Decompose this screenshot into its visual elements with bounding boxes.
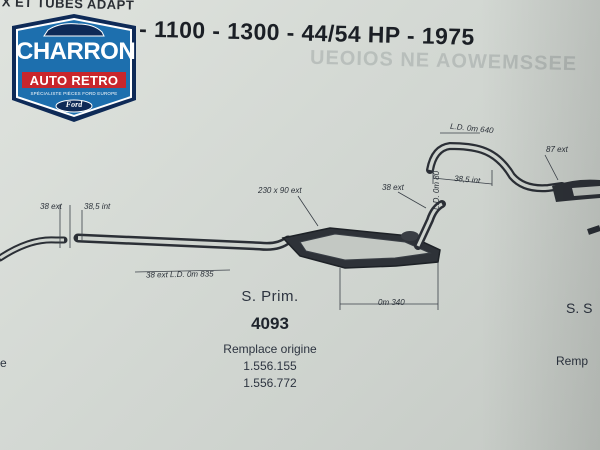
replace-label: Remplace origine: [223, 342, 317, 356]
part-number: 4093: [251, 314, 289, 333]
ref-2: 1.556.772: [243, 376, 297, 390]
dim-ld-080: L.D. 0m 80: [432, 170, 441, 210]
ref-1: 1.556.155: [243, 359, 297, 373]
dim-230x90: 230 x 90 ext: [258, 186, 302, 195]
part-4093: S. Prim. 4093 Remplace origine 1.556.155…: [205, 288, 335, 390]
dim-38-5-int-left: 38,5 int: [84, 202, 111, 211]
dim-38-ext-left: 38 ext: [40, 202, 62, 211]
dim-0340: 0m 340: [378, 298, 405, 307]
dim-38-ext-mid: 38 ext: [382, 183, 404, 192]
logo-tagline: SPÉCIALISTE PIÈCES FORD EUROPE: [30, 91, 118, 96]
muffler-4093: [281, 227, 441, 269]
logo-line2: AUTO RETRO: [29, 73, 119, 88]
part-label: S. Prim.: [241, 288, 299, 305]
rear-pipe: [426, 141, 566, 193]
ford-icon: Ford: [65, 100, 83, 109]
dim-87-ext: 87 ext: [546, 145, 568, 154]
dim-38-ext-ld835: 38 ext L.D. 0m 835: [145, 269, 214, 280]
charron-logo: CHARRON AUTO RETRO SPÉCIALISTE PIÈCES FO…: [8, 12, 140, 124]
part-right-replace: Remp: [556, 354, 589, 368]
logo-line1: CHARRON: [16, 38, 136, 65]
left-edge-char: e: [0, 356, 7, 370]
part-right-label: S. S: [566, 300, 593, 316]
